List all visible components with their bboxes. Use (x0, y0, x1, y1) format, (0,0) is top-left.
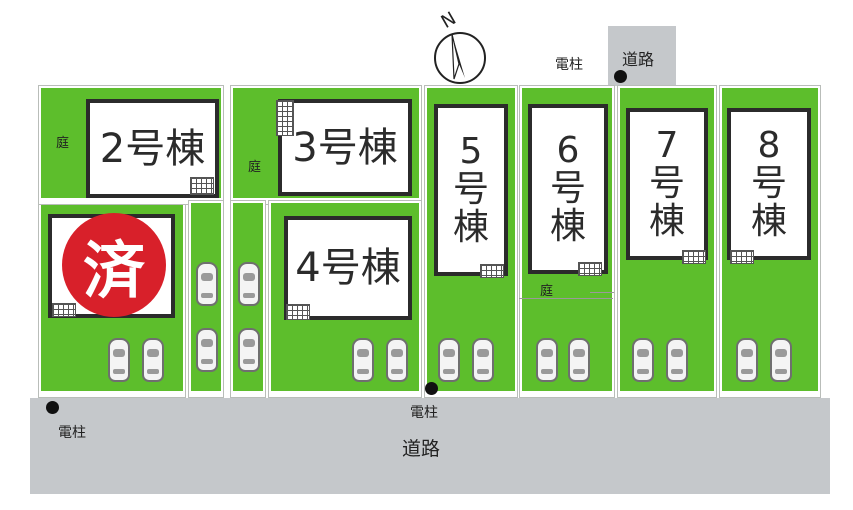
parking-space-car (142, 338, 164, 382)
outdoor-unit (52, 303, 76, 317)
lot-divider-line (590, 292, 614, 293)
outdoor-unit (276, 100, 294, 136)
house-3: 3号棟 (278, 99, 412, 196)
utility-pole-label: 電柱 (555, 57, 583, 73)
house-5-label: 5 号 棟 (452, 131, 489, 248)
parking-space-car (736, 338, 758, 382)
house-3-label: 3号棟 (292, 124, 398, 171)
house-6: 6 号 棟 (528, 104, 608, 274)
house-2-label: 2号棟 (99, 125, 206, 172)
parking-space-car (108, 338, 130, 382)
house-4-label: 4号棟 (295, 245, 401, 291)
parking-space-car (196, 328, 218, 372)
north-arrow-icon (434, 32, 486, 84)
outdoor-unit (578, 262, 602, 276)
outdoor-unit (480, 264, 504, 278)
side-road-label: 道路 (622, 50, 655, 69)
main-road (30, 398, 830, 494)
parking-space-car (666, 338, 688, 382)
parking-space-car (632, 338, 654, 382)
house-7-label: 7 号 棟 (648, 125, 685, 242)
house-5: 5 号 棟 (434, 104, 508, 276)
parking-space-car (238, 328, 260, 372)
parking-space-car (568, 338, 590, 382)
garden-label: 庭 (56, 136, 70, 151)
house-8: 8 号 棟 (727, 108, 811, 260)
house-8-label: 8 号 棟 (750, 125, 787, 242)
utility-pole-marker (614, 70, 627, 83)
sold-badge: 済 (62, 213, 166, 317)
outdoor-unit (190, 177, 214, 195)
house-7: 7 号 棟 (626, 108, 708, 260)
main-road-label: 道路 (402, 438, 441, 460)
parking-space-car (386, 338, 408, 382)
outdoor-unit (286, 304, 310, 320)
utility-pole-label: 電柱 (410, 405, 438, 421)
parking-space-car (196, 262, 218, 306)
parking-space-car (472, 338, 494, 382)
garden-label: 庭 (248, 160, 262, 175)
utility-pole-label: 電柱 (58, 425, 86, 441)
parking-space-car (770, 338, 792, 382)
outdoor-unit (682, 250, 706, 264)
utility-pole-marker (425, 382, 438, 395)
house-4: 4号棟 (284, 216, 412, 320)
utility-pole-marker (46, 401, 59, 414)
house-6-label: 6 号 棟 (549, 130, 586, 247)
lot-divider-line (519, 298, 613, 299)
compass: N (430, 8, 490, 84)
parking-space-car (352, 338, 374, 382)
garden-label: 庭 (540, 284, 554, 299)
parking-space-car (438, 338, 460, 382)
parking-space-car (536, 338, 558, 382)
outdoor-unit (730, 250, 754, 264)
parking-space-car (238, 262, 260, 306)
